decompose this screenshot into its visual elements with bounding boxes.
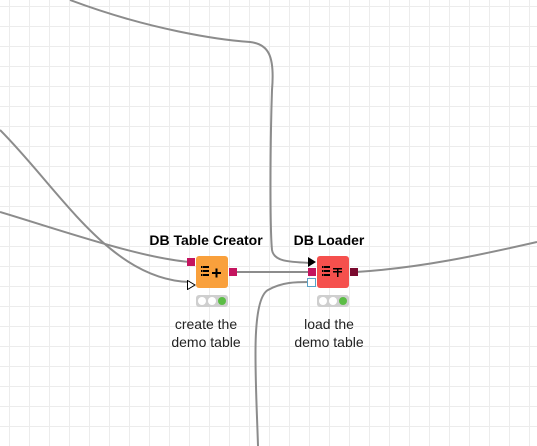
status-light-red [319,297,327,305]
node-status-indicator [196,295,228,307]
flow-variable-input-port[interactable] [308,257,316,267]
connection-top-to-db-loader[interactable] [69,0,313,264]
node-title[interactable]: DB Loader [293,232,365,248]
node-annotation-line2: demo table [171,334,241,350]
connection-left-to-creator-db[interactable] [0,211,191,263]
node-status-indicator [317,295,349,307]
node-annotation[interactable]: load the demo table [269,315,389,351]
node-annotation-line1: create the [174,316,238,332]
db-output-port[interactable] [350,268,358,276]
db-table-creator-node[interactable]: DB Table Creator [138,232,274,352]
node-body[interactable] [196,256,228,288]
table-plus-icon [201,266,221,278]
db-input-port[interactable] [187,258,195,266]
connection-left-to-creator-flow[interactable] [0,129,191,283]
node-annotation[interactable]: create the demo table [138,315,274,351]
db-output-port[interactable] [229,268,237,276]
status-light-yellow [208,297,216,305]
triangle-outline-icon [187,279,196,291]
status-light-red [198,297,206,305]
node-annotation-line2: demo table [294,334,364,350]
data-input-port[interactable] [307,278,316,287]
connection-loader-to-right[interactable] [355,241,537,273]
db-loader-node[interactable]: DB Loader load the dem [269,232,389,352]
status-light-green [218,297,226,305]
flow-variable-input-port[interactable] [187,277,196,291]
status-light-yellow [329,297,337,305]
status-light-green [339,297,347,305]
db-input-port[interactable] [308,268,316,276]
node-body[interactable] [317,256,349,288]
connection-bottom-to-loader[interactable] [254,281,311,446]
table-load-icon [322,266,342,277]
node-annotation-line1: load the [304,316,354,332]
node-title[interactable]: DB Table Creator [149,232,263,248]
